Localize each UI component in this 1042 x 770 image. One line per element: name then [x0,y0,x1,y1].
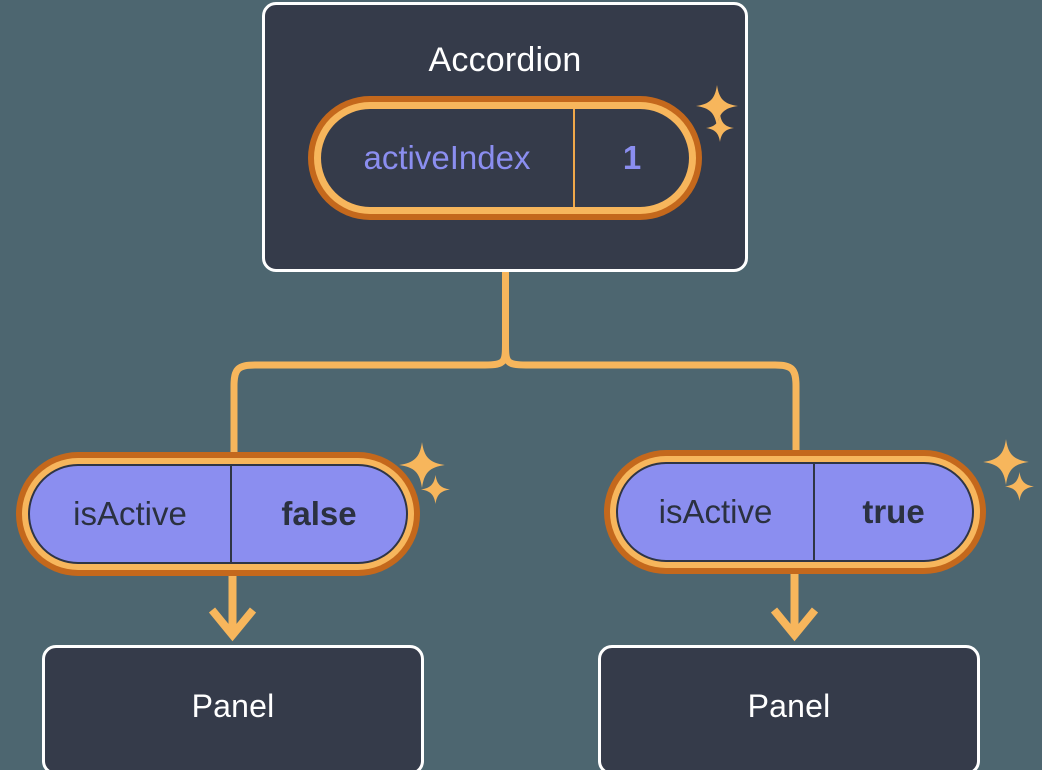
arrow-down-icon-right-head [770,607,819,642]
prop-pill-value-right: true [862,493,925,530]
state-pill-divider [573,109,575,207]
sparkle-icon [399,442,445,488]
prop-pill-isactive-true[interactable]: isActive true [604,450,986,574]
branch-connector-left [230,341,509,455]
prop-pill-body-left: isActive false [28,464,408,564]
prop-pill-ring-right: isActive true [610,456,980,568]
prop-pill-ring-left: isActive false [22,458,414,570]
panel-title-left: Panel [191,688,275,724]
sparkle-small-icon [421,475,450,504]
prop-pill-key-right: isActive [658,493,773,530]
sparkle-small-icon [1005,472,1034,501]
branch-connector-right [502,341,800,455]
accordion-title: Accordion [428,41,582,79]
state-pill-activeindex[interactable]: activeIndex 1 [308,96,702,220]
prop-pill-value-left: false [281,495,357,532]
panel-component-box-right[interactable]: Panel [598,645,980,770]
prop-pill-key-left: isActive [73,495,187,532]
prop-pill-divider-right [813,464,815,560]
panel-title-right: Panel [747,688,831,724]
sparkle-small-icon [706,114,734,142]
state-pill-body: activeIndex 1 [320,108,690,208]
sparkle-icon [696,85,738,127]
state-pill-key: activeIndex [363,139,531,176]
sparkle-icon [983,439,1029,485]
state-pill-ring: activeIndex 1 [314,102,696,214]
prop-pill-divider-left [230,466,232,562]
prop-pill-isactive-false[interactable]: isActive false [16,452,420,576]
arrow-down-icon-left-head [208,607,257,642]
state-pill-value: 1 [622,139,642,176]
panel-component-box-left[interactable]: Panel [42,645,424,770]
prop-pill-body-right: isActive true [616,462,974,562]
